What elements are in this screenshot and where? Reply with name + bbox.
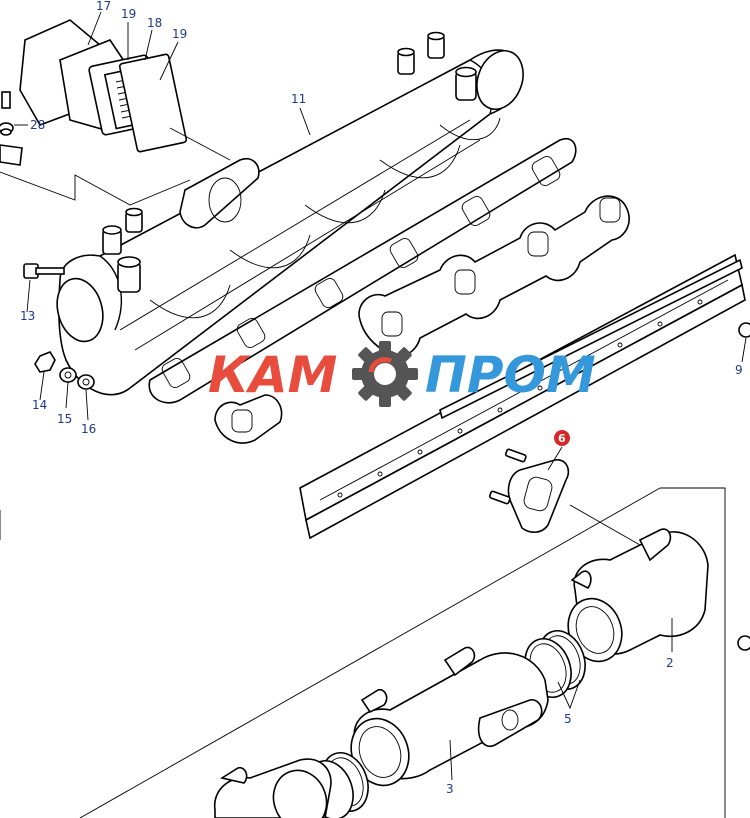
watermark-logo: КАМ ПРОМ: [208, 341, 596, 407]
exhaust-section-2: [567, 528, 709, 663]
callout-5: 5: [564, 712, 572, 726]
callout-2: 2: [666, 656, 674, 670]
exhaust-section-3: [350, 646, 549, 787]
callout-17: 17: [96, 0, 111, 13]
throttle-assembly: [0, 19, 188, 166]
callout-labels: 17 19 18 19 28 11 13 14 15 16 9 6 2 5 3: [20, 0, 743, 796]
callout-6-marker: [554, 430, 570, 446]
nut-14: [34, 351, 56, 373]
watermark-right-text: ПРОМ: [425, 346, 596, 404]
manifold-gasket: [214, 195, 630, 444]
callout-19-right: 19: [172, 27, 187, 41]
washer-15: [59, 367, 77, 383]
callout-28: 28: [30, 118, 45, 132]
intake-manifold: [56, 31, 577, 404]
callout-13: 13: [20, 309, 35, 323]
callout-6: 6: [558, 432, 566, 445]
nut-9: [738, 322, 750, 338]
heat-shield-rail: [299, 253, 746, 540]
callout-15: 15: [57, 412, 72, 426]
callout-16: 16: [81, 422, 96, 436]
callout-14: 14: [32, 398, 47, 412]
callout-19-left: 19: [121, 7, 136, 21]
callout-9: 9: [735, 363, 743, 377]
callout-3: 3: [446, 782, 454, 796]
watermark-left-text: КАМ: [208, 346, 337, 404]
bolt-13: [23, 263, 65, 279]
callout-18: 18: [147, 16, 162, 30]
leader-lines: [0, 11, 747, 818]
flange-gasket: [488, 448, 570, 533]
exhaust-section-lower: [214, 758, 332, 818]
nut-16: [77, 374, 95, 390]
callout-11: 11: [291, 92, 306, 106]
gear-icon: [352, 341, 418, 407]
nut-right: [737, 635, 750, 651]
